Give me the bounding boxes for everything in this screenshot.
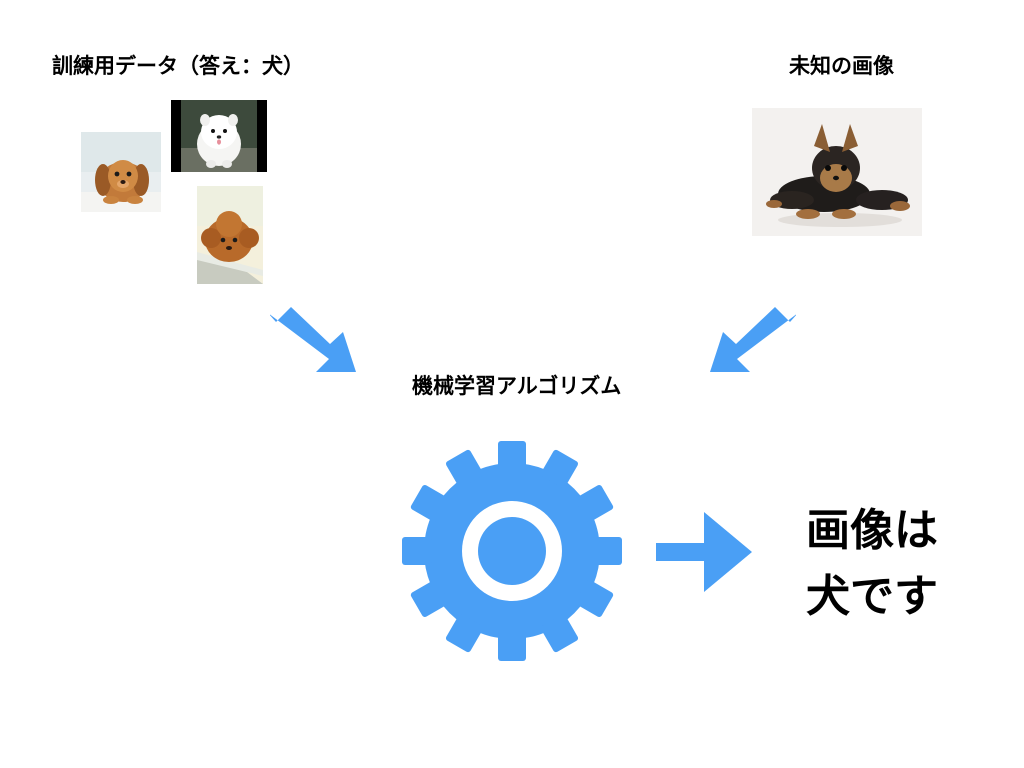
result-line-1: 画像は xyxy=(806,505,938,556)
arrow-down-right-icon xyxy=(270,307,356,372)
unknown-image-label: 未知の画像 xyxy=(789,54,894,78)
training-data-label: 訓練用データ（答え：犬） xyxy=(52,54,304,78)
arrow-down-left-icon xyxy=(710,307,796,372)
arrow-right-icon xyxy=(656,512,752,592)
algorithm-label: 機械学習アルゴリズム xyxy=(412,374,622,398)
toy-poodle-puppy-photo xyxy=(197,186,263,284)
result-text: 画像は 犬です xyxy=(806,498,938,630)
dachshund-puppy-photo xyxy=(81,132,161,212)
result-line-2: 犬です xyxy=(806,571,938,622)
gear-icon xyxy=(402,441,622,661)
yorkshire-terrier-puppy-photo xyxy=(752,108,922,236)
pomeranian-puppy-photo xyxy=(171,100,267,172)
